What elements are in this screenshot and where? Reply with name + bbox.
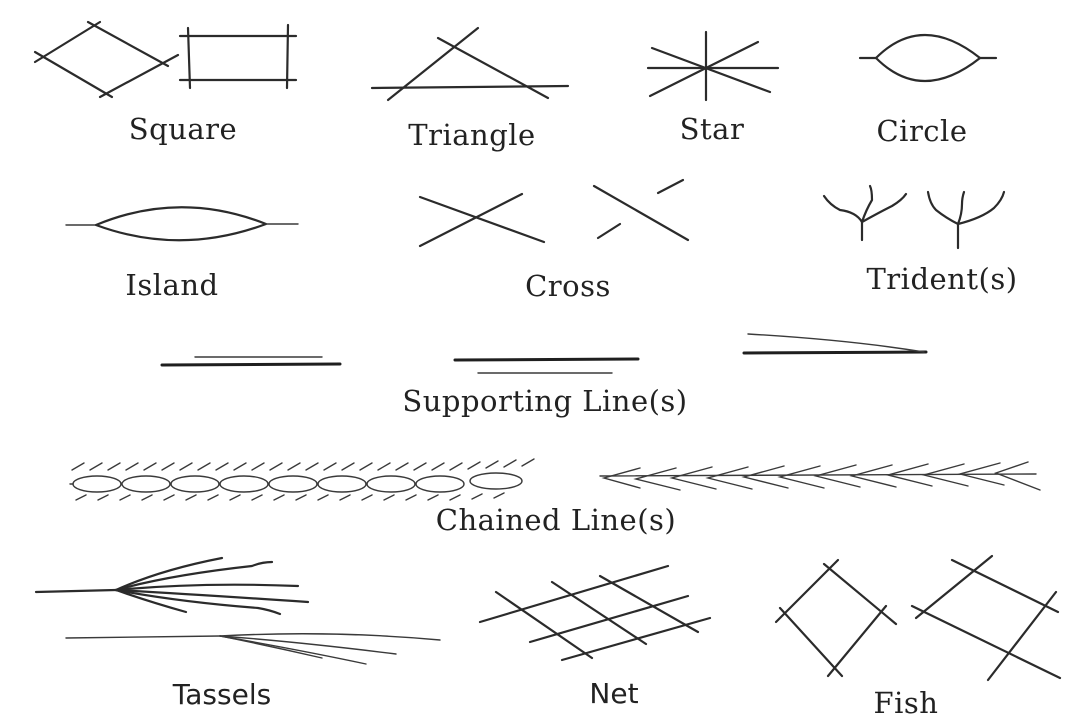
cross-symbol	[418, 178, 690, 248]
square-label: Square	[129, 112, 237, 146]
circle-symbol	[858, 33, 998, 83]
chained-line-symbol	[69, 458, 535, 501]
supporting-line-label: Supporting Line(s)	[402, 384, 687, 418]
island-label: Island	[125, 268, 218, 302]
chained-line-label: Chained Line(s)	[436, 503, 676, 537]
star-label: Star	[680, 112, 745, 146]
square-symbol	[33, 20, 298, 99]
cross-label: Cross	[525, 269, 611, 303]
fish-symbol	[774, 554, 1062, 682]
lower-hatching	[75, 492, 505, 501]
supporting-line-symbol	[160, 333, 928, 374]
tassels-label: Tassels	[172, 678, 271, 711]
trident-symbol	[822, 184, 1006, 250]
upper-hatching	[71, 458, 535, 471]
chained-chevron-symbol	[599, 461, 1041, 491]
net-label: Net	[589, 677, 638, 710]
trident-label: Trident(s)	[866, 262, 1017, 296]
fish-label: Fish	[874, 686, 939, 720]
tassels-symbol	[34, 556, 441, 665]
circle-label: Circle	[876, 114, 967, 148]
net-symbol	[478, 564, 712, 662]
chain-links	[69, 472, 523, 493]
star-symbol	[646, 30, 780, 102]
triangle-label: Triangle	[408, 118, 535, 152]
island-symbol	[65, 206, 299, 242]
triangle-symbol	[370, 26, 570, 102]
